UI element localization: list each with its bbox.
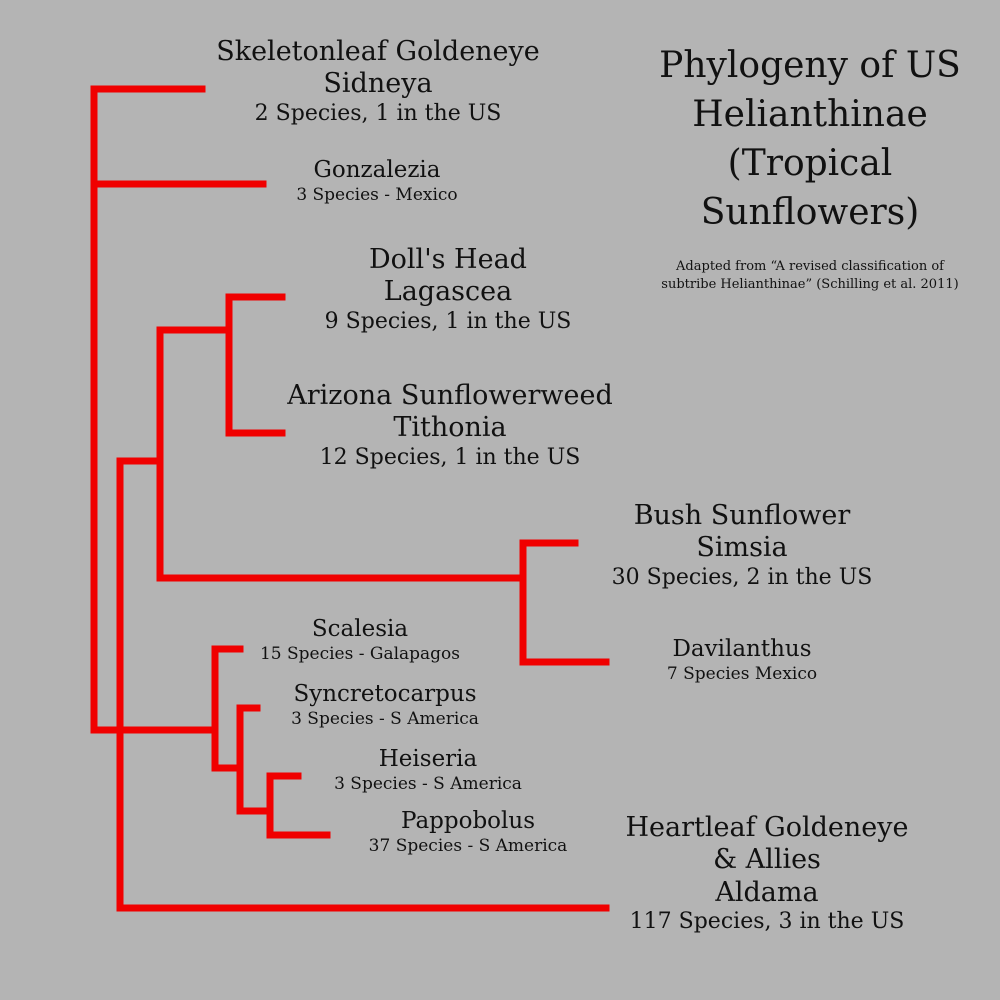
genus-name: Sidneya (323, 68, 433, 100)
species-count: 3 Species - Mexico (296, 184, 458, 205)
taxon-label-tithonia: Arizona Sunflowerweed Tithonia 12 Specie… (270, 380, 630, 471)
genus-name: Scalesia (311, 616, 409, 642)
credit-line: subtribe Helianthinae” (Schilling et al.… (661, 277, 959, 293)
species-count: 7 Species Mexico (666, 663, 818, 684)
species-count: 15 Species - Galapagos (259, 643, 461, 664)
source-credit: Adapted from “A revised classification o… (640, 258, 980, 294)
common-name: Skeletonleaf Goldeneye (216, 36, 540, 67)
common-name-continued: & Allies (713, 844, 821, 876)
diagram-title: Phylogeny of US Helianthinae (Tropical S… (640, 42, 980, 238)
species-count: 37 Species - S America (368, 835, 568, 856)
title-line: Phylogeny of US (659, 45, 961, 86)
species-count: 117 Species, 3 in the US (629, 909, 905, 935)
taxon-label-sidneya: Skeletonleaf Goldeneye Sidneya 2 Species… (198, 36, 558, 127)
genus-name: Aldama (715, 876, 819, 908)
genus-name: Heiseria (378, 746, 478, 772)
taxon-label-gonzalezia: Gonzalezia 3 Species - Mexico (262, 157, 492, 205)
species-count: 2 Species, 1 in the US (254, 100, 502, 126)
genus-name: Syncretocarpus (293, 681, 477, 707)
taxon-label-aldama: Heartleaf Goldeneye & Allies Aldama 117 … (600, 812, 934, 936)
taxon-label-pappobolus: Pappobolus 37 Species - S America (348, 808, 588, 856)
taxon-label-scalesia: Scalesia 15 Species - Galapagos (240, 616, 480, 664)
common-name: Bush Sunflower (633, 500, 851, 531)
taxon-label-syncretocarpus: Syncretocarpus 3 Species - S America (265, 681, 505, 729)
genus-name: Gonzalezia (313, 157, 441, 183)
title-line: Sunflowers) (700, 191, 920, 233)
genus-name: Lagascea (383, 276, 513, 308)
credit-line: Adapted from “A revised classification o… (676, 259, 944, 274)
genus-name: Tithonia (393, 412, 507, 444)
genus-name: Pappobolus (401, 808, 535, 834)
common-name: Doll's Head (369, 244, 527, 275)
taxon-label-davilanthus: Davilanthus 7 Species Mexico (632, 636, 852, 684)
title-line: Helianthinae (692, 93, 928, 135)
species-count: 30 Species, 2 in the US (611, 564, 873, 590)
species-count: 12 Species, 1 in the US (319, 444, 581, 470)
tree-branches (90, 85, 610, 912)
taxon-label-simsia: Bush Sunflower Simsia 30 Species, 2 in t… (592, 500, 892, 591)
common-name: Arizona Sunflowerweed (287, 380, 613, 411)
genus-name: Simsia (696, 532, 788, 564)
taxon-label-heiseria: Heiseria 3 Species - S America (308, 746, 548, 794)
genus-name: Davilanthus (672, 636, 812, 662)
species-count: 3 Species - S America (291, 708, 479, 729)
species-count: 9 Species, 1 in the US (324, 308, 572, 334)
title-line: (Tropical (727, 142, 893, 184)
species-count: 3 Species - S America (334, 773, 522, 794)
common-name: Heartleaf Goldeneye (625, 812, 909, 843)
taxon-label-lagascea: Doll's Head Lagascea 9 Species, 1 in the… (298, 244, 598, 335)
